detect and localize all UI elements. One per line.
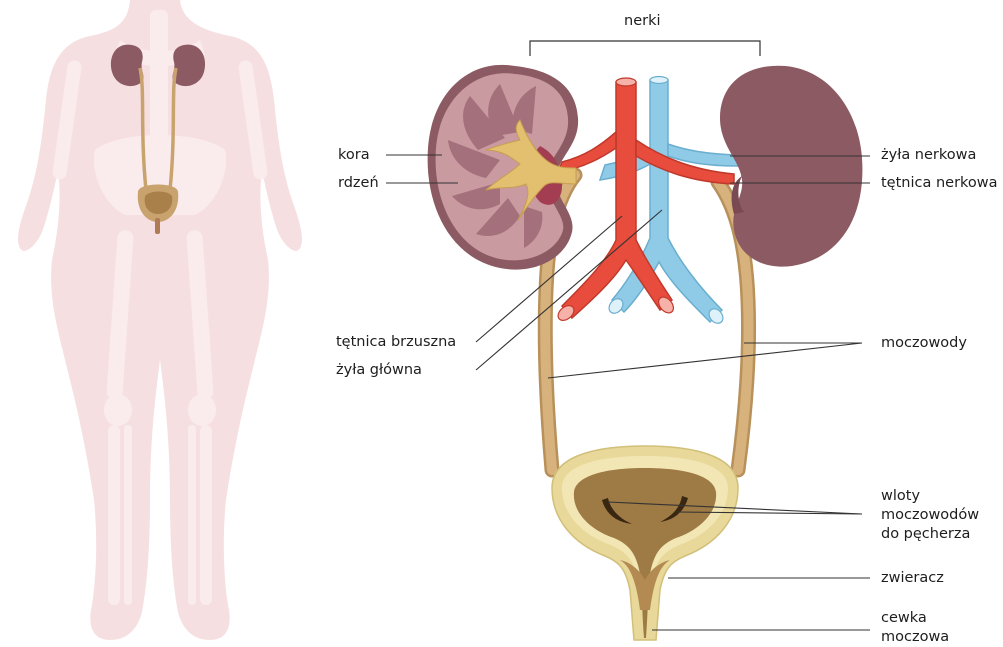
label-zyla-glowna: żyła główna xyxy=(336,361,422,380)
bladder xyxy=(552,446,738,640)
label-wloty-line2: moczowodów xyxy=(881,506,979,525)
label-zwieracz: zwieracz xyxy=(881,569,944,588)
label-kora: kora xyxy=(338,146,370,165)
label-tetnica-nerkowa: tętnica nerkowa xyxy=(881,174,998,193)
kidney-external xyxy=(720,66,862,267)
label-zyla-nerkowa: żyła nerkowa xyxy=(881,146,976,165)
label-wloty-line3: do pęcherza xyxy=(881,525,970,544)
label-cewka-line2: moczowa xyxy=(881,628,949,647)
label-rdzen: rdzeń xyxy=(338,174,379,193)
kidney-cross-section xyxy=(428,65,579,270)
label-nerki: nerki xyxy=(624,12,661,31)
label-moczowody: moczowody xyxy=(881,334,967,353)
label-tetnica-brzuszna: tętnica brzuszna xyxy=(336,333,456,352)
label-wloty-line1: wloty xyxy=(881,487,920,506)
nerki-bracket xyxy=(530,41,760,56)
label-cewka-line1: cewka xyxy=(881,609,927,628)
aorta xyxy=(555,78,734,323)
